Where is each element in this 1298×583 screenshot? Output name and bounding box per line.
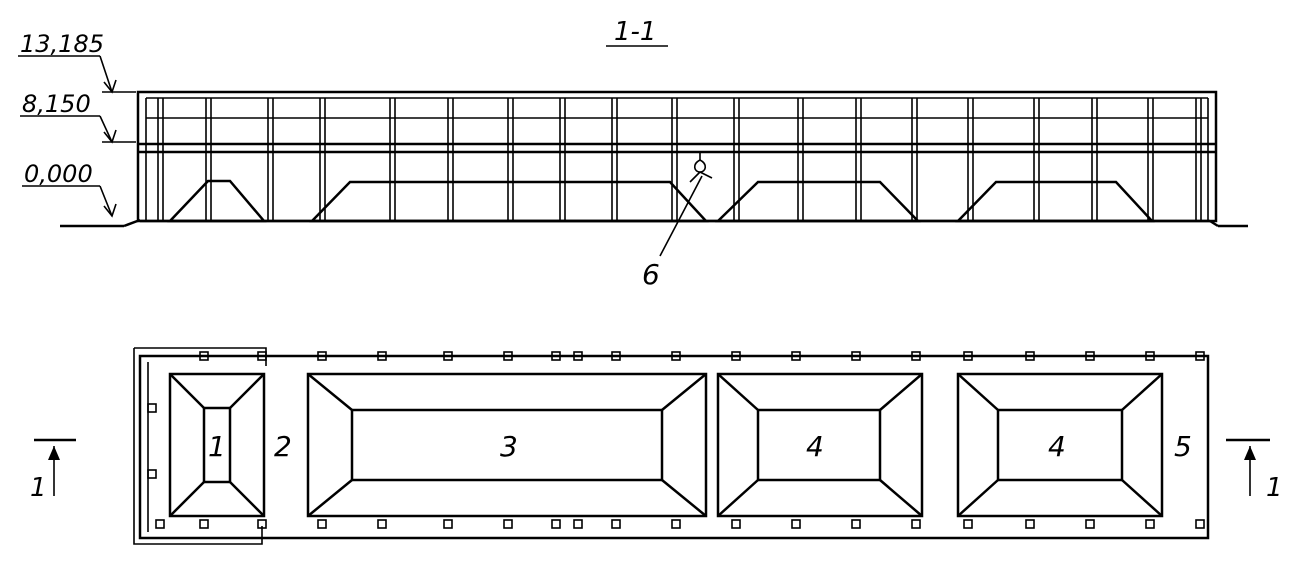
column-square-bottom-20	[1195, 519, 1205, 529]
pile-3	[309, 180, 709, 223]
column-square-top-12	[791, 351, 801, 361]
column-14	[911, 98, 918, 221]
column-3	[267, 98, 274, 221]
column-square-top-3	[317, 351, 327, 361]
plan-label-2: 2	[274, 430, 292, 463]
plan-label-4b: 4	[1048, 430, 1066, 463]
column-square-side-2	[147, 469, 157, 479]
column-square-side-1	[147, 403, 157, 413]
column-4	[319, 98, 326, 221]
column-square-bottom-11	[671, 519, 681, 529]
column-square-top-19	[1195, 351, 1205, 361]
column-square-bottom-8	[551, 519, 561, 529]
column-square-top-16	[1025, 351, 1035, 361]
bin-3	[306, 372, 708, 518]
column-square-top-4	[377, 351, 387, 361]
column-square-top-14	[911, 351, 921, 361]
column-square-top-11	[731, 351, 741, 361]
column-square-top-5	[443, 351, 453, 361]
elevation-mark-mid: 8,150	[20, 90, 136, 144]
svg-text:1: 1	[1266, 473, 1283, 503]
column-16	[1033, 98, 1040, 221]
column-square-bottom-6	[443, 519, 453, 529]
column-12	[797, 98, 804, 221]
column-square-bottom-19	[1145, 519, 1155, 529]
column-square-top-17	[1085, 351, 1095, 361]
plan-label-4a: 4	[806, 430, 824, 463]
column-square-bottom-7	[503, 519, 513, 529]
section-cut-marker-left: 1	[30, 438, 76, 503]
column-5	[389, 98, 396, 221]
column-square-bottom-17	[1025, 519, 1035, 529]
pile-4a	[714, 180, 921, 223]
column-square-bottom-2	[199, 519, 209, 529]
svg-text:1: 1	[30, 473, 47, 503]
column-15	[967, 98, 974, 221]
column-square-bottom-15	[911, 519, 921, 529]
column-square-top-10	[671, 351, 681, 361]
column-17	[1091, 98, 1098, 221]
column-square-bottom-12	[731, 519, 741, 529]
column-square-bottom-13	[791, 519, 801, 529]
column-19	[1195, 98, 1202, 221]
section-cut-marker-right: 1	[1226, 438, 1283, 503]
pile-1	[167, 179, 267, 223]
svg-text:8,150: 8,150	[22, 90, 91, 118]
column-square-top-13	[851, 351, 861, 361]
column-square-top-6	[503, 351, 513, 361]
building-section: 6	[60, 90, 1248, 291]
column-18	[1147, 98, 1154, 221]
column-square-bottom-1	[155, 519, 165, 529]
crane-grab-icon	[689, 152, 713, 183]
column-1	[157, 98, 164, 221]
column-square-bottom-14	[851, 519, 861, 529]
column-10	[671, 98, 678, 221]
column-8	[559, 98, 566, 221]
column-square-top-15	[963, 351, 973, 361]
column-square-top-9	[611, 351, 621, 361]
elevation-mark-top: 13,185	[18, 30, 136, 94]
pile-4b	[955, 180, 1155, 223]
column-square-top-2	[257, 351, 267, 361]
column-square-bottom-3	[257, 519, 267, 529]
column-square-bottom-18	[1085, 519, 1095, 529]
svg-text:0,000: 0,000	[24, 160, 93, 188]
plan-label-5: 5	[1174, 430, 1192, 463]
column-13	[855, 98, 862, 221]
section-title: 1-1	[614, 17, 656, 47]
column-square-bottom-10	[611, 519, 621, 529]
bin-1	[168, 372, 266, 518]
column-square-bottom-9	[573, 519, 583, 529]
column-square-bottom-16	[963, 519, 973, 529]
callout-label: 6	[642, 258, 660, 291]
column-square-top-8	[573, 351, 583, 361]
column-square-top-7	[551, 351, 561, 361]
svg-text:13,185: 13,185	[20, 30, 104, 58]
bin-4b	[956, 372, 1164, 518]
elevation-mark-ground: 0,000	[22, 160, 117, 218]
bin-4a	[716, 372, 924, 518]
column-square-top-1	[199, 351, 209, 361]
column-square-top-18	[1145, 351, 1155, 361]
column-6	[447, 98, 454, 221]
plan-view: 1 2 3 4 4 5	[133, 347, 1210, 545]
column-7	[507, 98, 514, 221]
callout-leader	[659, 175, 703, 257]
column-square-bottom-4	[317, 519, 327, 529]
column-square-bottom-5	[377, 519, 387, 529]
plan-label-3: 3	[500, 430, 518, 463]
plan-label-1: 1	[208, 430, 226, 463]
column-9	[611, 98, 618, 221]
column-2	[205, 98, 212, 221]
